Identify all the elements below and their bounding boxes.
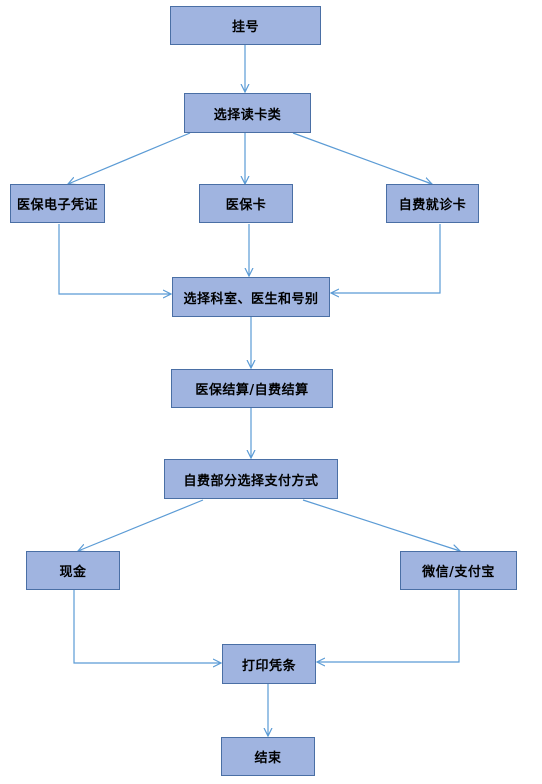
self-pay-card-node: 自费就诊卡 [386, 184, 479, 223]
cash-node: 现金 [26, 551, 120, 590]
insurance-card-node: 医保卡 [199, 184, 293, 223]
arrow-card-type-to-self-pay-card [292, 132, 432, 184]
print-voucher-node: 打印凭条 [222, 644, 316, 684]
arrow-self-pay-card-to-department [331, 224, 441, 293]
choose-payment-method-node: 自费部分选择支付方式 [164, 459, 338, 499]
electronic-insurance-voucher-node: 医保电子凭证 [10, 184, 105, 223]
arrow-wechat-alipay-to-print [317, 590, 460, 662]
arrow-card-type-to-e-voucher [68, 132, 191, 184]
choose-card-type-node: 选择读卡类 [184, 93, 311, 133]
arrow-payment-to-cash [78, 499, 204, 551]
arrow-cash-to-print [73, 590, 221, 663]
register-node: 挂号 [170, 6, 321, 45]
end-node: 结束 [221, 737, 315, 776]
choose-department-doctor-node: 选择科室、医生和号别 [172, 277, 330, 317]
arrow-e-voucher-to-department [58, 224, 171, 294]
wechat-alipay-node: 微信/支付宝 [400, 551, 517, 590]
arrow-payment-to-wechat-alipay [302, 499, 460, 551]
settlement-node: 医保结算/自费结算 [171, 369, 333, 408]
